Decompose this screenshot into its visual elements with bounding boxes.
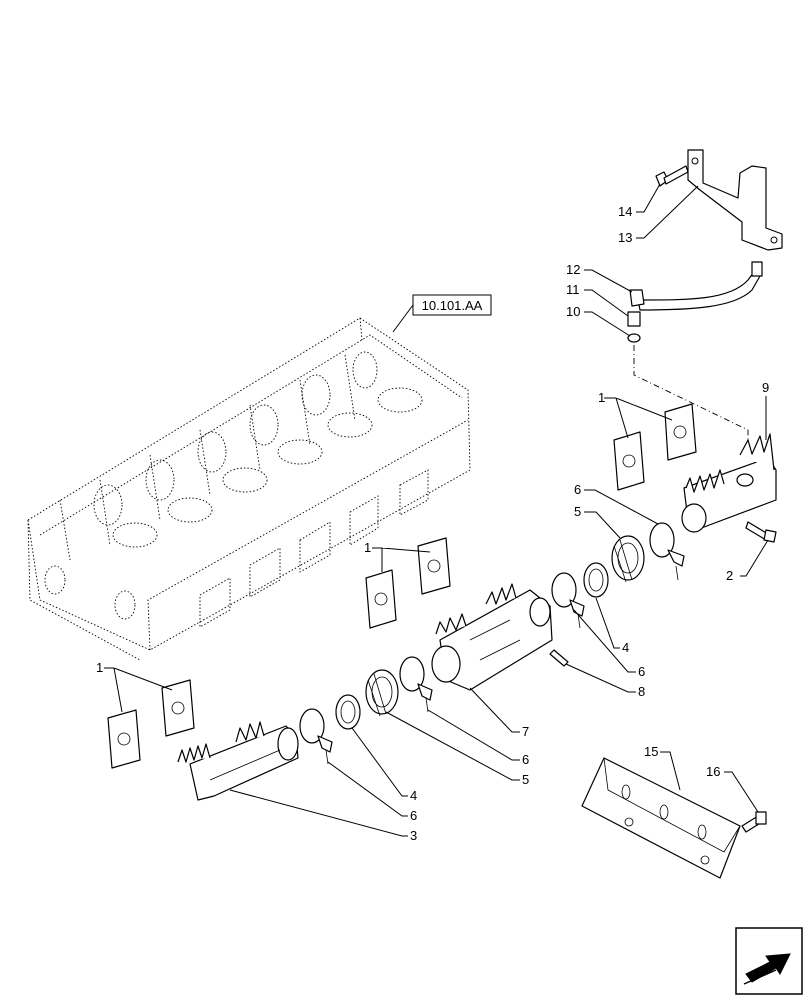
- callout-3[interactable]: 3: [410, 828, 417, 843]
- washer-10: [627, 333, 641, 343]
- manifold-rear-9: [681, 433, 777, 533]
- callout-10[interactable]: 10: [566, 304, 580, 319]
- reference-label: 10.101.AA: [422, 298, 483, 313]
- callout-7[interactable]: 7: [522, 724, 529, 739]
- callout-6[interactable]: 6: [522, 752, 529, 767]
- callout-1[interactable]: 1: [598, 390, 605, 405]
- fitting-11: [627, 311, 641, 327]
- callout-8[interactable]: 8: [638, 684, 645, 699]
- callout-2[interactable]: 2: [726, 568, 733, 583]
- reference-callout[interactable]: 10.101.AA: [392, 294, 492, 333]
- callout-12[interactable]: 12: [566, 262, 580, 277]
- bolt-16: [741, 811, 767, 833]
- clamp-6-mid: [551, 572, 585, 629]
- sleeve-4-lower: [335, 694, 361, 730]
- clamp-6-upper: [649, 522, 685, 581]
- manifold-front-3: [177, 721, 299, 801]
- callout-5[interactable]: 5: [522, 772, 529, 787]
- gasket-pair-middle: [365, 537, 451, 629]
- gasket-pair-bottom: [107, 679, 195, 769]
- next-page-arrow-icon[interactable]: [735, 927, 803, 995]
- callout-4[interactable]: 4: [622, 640, 629, 655]
- callout-1[interactable]: 1: [364, 540, 371, 555]
- callout-13[interactable]: 13: [618, 230, 632, 245]
- pin-8: [549, 649, 569, 667]
- sleeve-4-upper: [583, 562, 609, 598]
- callout-16[interactable]: 16: [706, 764, 720, 779]
- clamp-6-lower-b: [299, 708, 333, 765]
- assembly-line: [633, 345, 749, 450]
- bolt-14: [655, 165, 689, 187]
- pipe-12: [629, 261, 763, 311]
- bolt-2: [745, 521, 777, 543]
- sleeve-5-lower: [365, 669, 399, 717]
- bracket-13: [687, 149, 783, 251]
- callout-5[interactable]: 5: [574, 504, 581, 519]
- callout-1[interactable]: 1: [96, 660, 103, 675]
- callout-14[interactable]: 14: [618, 204, 632, 219]
- callout-9[interactable]: 9: [762, 380, 769, 395]
- callout-15[interactable]: 15: [644, 744, 658, 759]
- callout-labels: 1 1 1 2 3 4 4 5 5 6 6 6 6 7 8 9 10 11 12…: [96, 204, 769, 843]
- cylinder-head-phantom: [27, 317, 471, 661]
- clamp-6-lower-a: [399, 656, 433, 713]
- callout-11[interactable]: 11: [566, 282, 580, 297]
- callout-6[interactable]: 6: [638, 664, 645, 679]
- callout-6[interactable]: 6: [410, 808, 417, 823]
- sleeve-5-upper: [611, 535, 645, 583]
- callout-4[interactable]: 4: [410, 788, 417, 803]
- gasket-pair-top: [613, 403, 697, 491]
- manifold-center-7: [431, 583, 553, 691]
- leader-lines: [104, 183, 769, 837]
- heat-shield-15: [581, 757, 741, 879]
- callout-6[interactable]: 6: [574, 482, 581, 497]
